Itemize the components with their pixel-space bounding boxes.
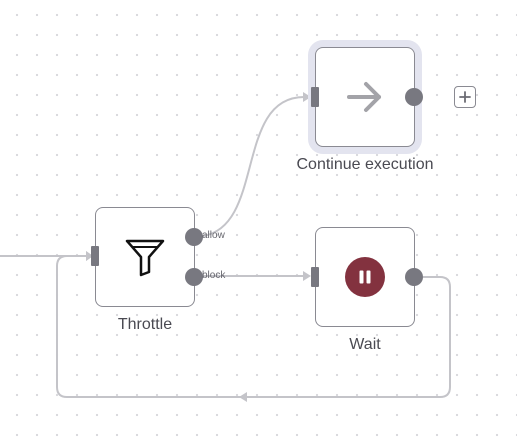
add-node-button[interactable] — [454, 86, 476, 108]
throttle-node[interactable] — [95, 207, 195, 307]
continue-execution-node-label: Continue execution — [296, 156, 434, 173]
edge-allow-continue[interactable] — [202, 96, 305, 237]
wait-input-port[interactable] — [311, 267, 319, 287]
filter-icon — [125, 239, 165, 277]
arrow-right-icon — [347, 82, 381, 112]
throttle-block-port[interactable] — [185, 268, 203, 286]
edge-wait-loop-back[interactable] — [56, 255, 451, 398]
arrowhead-loop-direction — [239, 392, 247, 402]
throttle-allow-port[interactable] — [185, 228, 203, 246]
plus-icon — [459, 91, 471, 103]
throttle-node-label: Throttle — [117, 316, 173, 333]
throttle-input-port[interactable] — [91, 246, 99, 266]
wait-node-label: Wait — [349, 336, 381, 353]
wait-output-port[interactable] — [405, 268, 423, 286]
arrowhead-allow-continue — [303, 92, 311, 102]
pause-icon — [345, 257, 385, 297]
continue-execution-input-port[interactable] — [311, 87, 319, 107]
continue-execution-output-port[interactable] — [405, 88, 423, 106]
continue-execution-node[interactable] — [315, 47, 415, 147]
arrowhead-block-wait — [303, 271, 311, 281]
block-branch-label: block — [202, 270, 226, 281]
wait-node[interactable] — [315, 227, 415, 327]
arrowhead-loop-into-throttle — [86, 251, 93, 261]
allow-branch-label: allow — [202, 230, 225, 241]
pause-bars — [359, 270, 371, 284]
